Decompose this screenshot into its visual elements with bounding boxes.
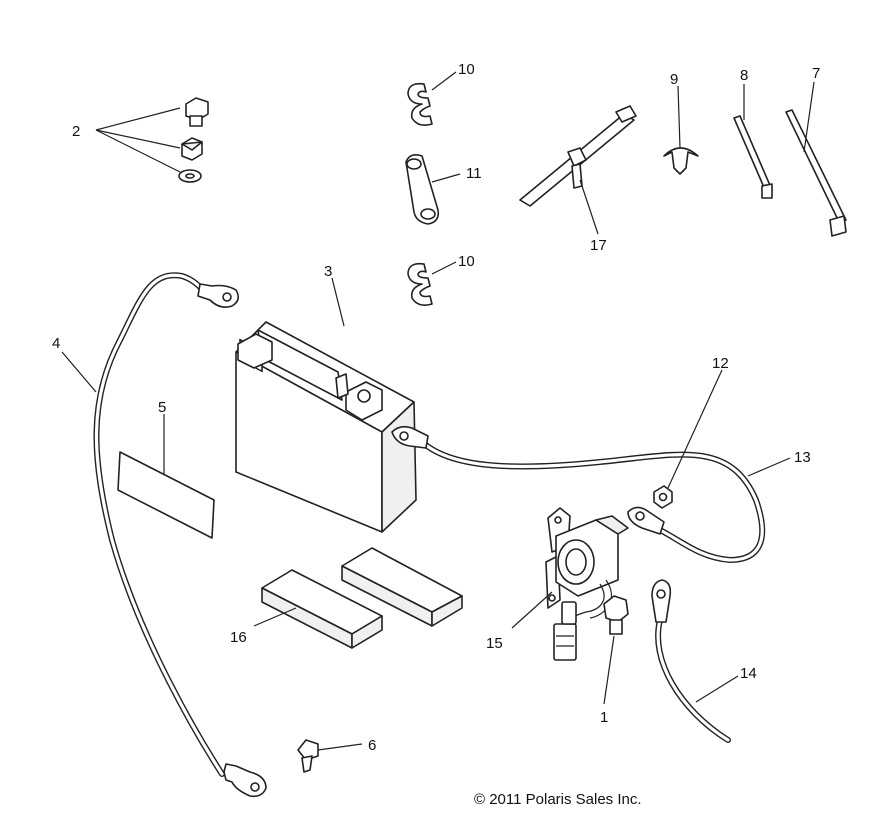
bolt-1 (603, 595, 629, 635)
tie-7 (785, 109, 847, 237)
callout-1: 1 (600, 709, 608, 726)
callout-14: 14 (740, 665, 757, 682)
callout-9: 9 (670, 71, 678, 88)
hardware-2 (178, 97, 209, 183)
cable-4 (93, 272, 267, 798)
callout-5: 5 (158, 399, 166, 416)
callout-4: 4 (52, 335, 60, 352)
callout-16: 16 (230, 629, 247, 646)
cable-13 (391, 425, 766, 563)
clip-10-upper (407, 82, 433, 126)
callout-17: 17 (590, 237, 607, 254)
battery-3 (235, 321, 417, 533)
callout-13: 13 (794, 449, 811, 466)
callout-11: 11 (466, 165, 482, 182)
callout-2: 2 (72, 123, 80, 140)
leader-lines (61, 71, 815, 751)
nut-12 (653, 485, 673, 509)
cable-14 (651, 579, 731, 743)
callout-7: 7 (812, 65, 820, 82)
rivet-6 (297, 739, 319, 773)
solenoid-15 (545, 507, 629, 661)
callout-10-lower: 10 (458, 253, 475, 270)
tie-8 (733, 115, 773, 199)
clip-9 (663, 147, 699, 175)
clip-10-lower (407, 262, 433, 306)
callout-12: 12 (712, 355, 729, 372)
callout-3: 3 (324, 263, 332, 280)
decal-5 (117, 451, 215, 539)
callout-6: 6 (368, 737, 376, 754)
strap-17 (519, 105, 637, 207)
callout-15: 15 (486, 635, 503, 652)
pads-16 (261, 547, 463, 649)
copyright-notice: © 2011 Polaris Sales Inc. (474, 791, 642, 808)
callouts: 2 10 11 10 9 8 7 17 3 4 5 12 13 14 15 16… (52, 61, 820, 754)
callout-8: 8 (740, 67, 748, 84)
strap-11 (405, 154, 440, 225)
callout-10-upper: 10 (458, 61, 475, 78)
